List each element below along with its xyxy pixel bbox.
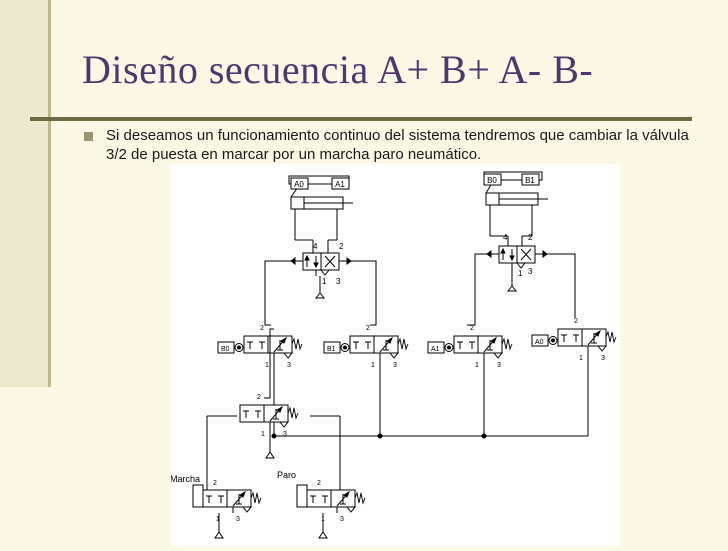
cylinder-a-sensor-a1: [331, 177, 350, 190]
svg-text:2: 2: [574, 318, 578, 325]
port-label-4b: 4: [503, 233, 508, 242]
supply-symbol-b: [506, 285, 518, 292]
svg-text:3: 3: [497, 362, 501, 369]
cylinder-b-sensor-b0: [483, 173, 502, 186]
marcha-supply-symbol: [214, 531, 224, 539]
svg-text:2: 2: [366, 325, 370, 332]
marcha-label: Marcha: [171, 474, 200, 484]
svg-text:1: 1: [216, 516, 220, 523]
svg-text:1: 1: [261, 431, 265, 438]
sensor-label-a1: A1: [431, 346, 440, 353]
memory-port-digits: 2 1 3: [257, 394, 287, 438]
svg-text:2: 2: [257, 394, 261, 401]
cylinder-b-label-b1: B1: [525, 176, 535, 185]
port-label-4: 4: [313, 242, 318, 251]
slide-title: Diseño secuencia A+ B+ A- B-: [82, 47, 594, 92]
sensor-label-b1: B1: [327, 346, 336, 353]
cylinder-a-label-a0: A0: [294, 180, 304, 189]
limit-valve-a1: [427, 335, 513, 360]
memory-valve: [239, 404, 299, 429]
svg-text:3: 3: [601, 355, 605, 362]
port-label-3b: 3: [528, 267, 533, 276]
svg-text:1: 1: [475, 362, 479, 369]
port-label-3: 3: [336, 277, 341, 286]
limit-valve-b1: [323, 335, 409, 360]
svg-text:3: 3: [340, 516, 344, 523]
main-valve-b: [486, 236, 548, 270]
cylinder-a-label-a1: A1: [335, 180, 345, 189]
svg-text:1: 1: [265, 362, 269, 369]
port-label-2b: 2: [528, 233, 533, 242]
sensor-label-b0: B0: [221, 346, 230, 353]
paro-label: Paro: [277, 470, 296, 480]
cylinder-b-sensor-b1: [521, 173, 540, 186]
marcha-valve: [192, 484, 262, 514]
sensor-label-a0: A0: [535, 339, 544, 346]
svg-text:3: 3: [283, 431, 287, 438]
port-label-1: 1: [322, 277, 327, 286]
port-label-1b: 1: [518, 269, 523, 278]
bullet-text: Si deseamos un funcionamiento continuo d…: [106, 127, 689, 163]
title-divider: [30, 117, 692, 121]
memory-supply-symbol: [265, 451, 275, 459]
limit-valve-b0: [217, 335, 303, 360]
cylinder-a-sensor-a0: [290, 177, 309, 190]
svg-text:2: 2: [470, 325, 474, 332]
svg-text:3: 3: [236, 516, 240, 523]
paro-supply-symbol: [318, 531, 328, 539]
svg-text:1: 1: [371, 362, 375, 369]
limit-valve-a0: [531, 328, 617, 353]
svg-text:3: 3: [393, 362, 397, 369]
svg-text:2: 2: [213, 480, 217, 487]
svg-text:3: 3: [287, 362, 291, 369]
svg-text:2: 2: [317, 480, 321, 487]
bullet-square-icon: [84, 132, 93, 141]
pneumatic-circuit-diagram: A0 A1 B0 B1 4 2 1 3 4 2 1 3 B0: [170, 164, 620, 546]
svg-text:1: 1: [579, 355, 583, 362]
supply-symbol-a: [314, 292, 326, 299]
svg-text:2: 2: [260, 325, 264, 332]
left-decor-bar: [0, 0, 51, 387]
port-label-2: 2: [339, 242, 344, 251]
main-valve-a: [290, 240, 352, 277]
paro-valve: [296, 484, 366, 514]
limit-port-digits: 2 1 3 2 1 3 2 1 3 2 1 3: [260, 318, 605, 369]
cylinder-b-label-b0: B0: [487, 176, 497, 185]
